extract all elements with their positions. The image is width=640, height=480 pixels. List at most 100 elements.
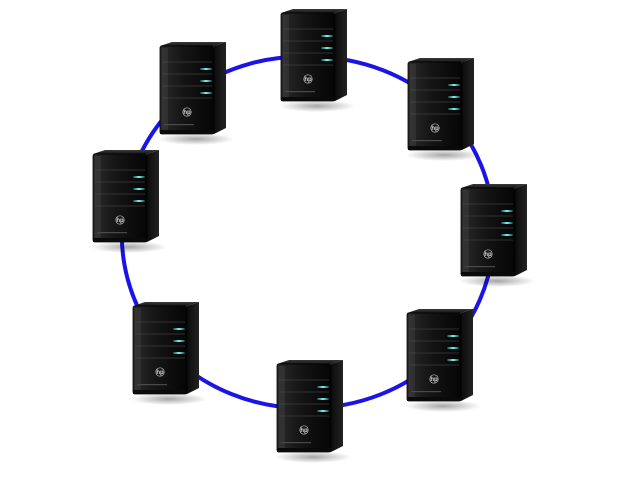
server-logo-text: hp xyxy=(304,77,312,83)
drive-activity-light xyxy=(447,335,459,337)
server-side-panel xyxy=(462,58,474,150)
drive-activity-light xyxy=(317,386,329,388)
server-shadow xyxy=(131,393,207,405)
drive-activity-light xyxy=(447,347,459,349)
drive-activity-light xyxy=(317,410,329,412)
drive-activity-light xyxy=(448,96,460,98)
server-highlight xyxy=(463,190,469,274)
drive-activity-light xyxy=(321,59,333,61)
tower-server-icon xyxy=(406,312,462,402)
drive-activity-light xyxy=(447,359,459,361)
drive-activity-light xyxy=(173,328,185,330)
server-top-left: hp xyxy=(158,42,234,145)
drive-activity-light xyxy=(501,222,513,224)
tower-server-icon xyxy=(460,187,516,277)
drive-activity-light xyxy=(133,188,145,190)
server-right: hp xyxy=(459,184,535,287)
server-logo-text: hp xyxy=(183,110,191,116)
server-shadow xyxy=(406,149,482,161)
server-highlight xyxy=(410,64,416,148)
drive-activity-light xyxy=(317,398,329,400)
drive-activity-light xyxy=(173,352,185,354)
server-top: hp xyxy=(279,9,355,112)
server-top-panel xyxy=(407,309,473,313)
drive-activity-light xyxy=(321,35,333,37)
tower-server-icon xyxy=(159,45,215,135)
tower-server-icon xyxy=(407,61,463,151)
server-base xyxy=(407,397,461,401)
server-base xyxy=(160,130,214,134)
drive-activity-light xyxy=(448,84,460,86)
server-front-slot xyxy=(281,442,311,444)
server-side-panel xyxy=(331,360,343,452)
server-base xyxy=(277,448,331,452)
server-highlight xyxy=(135,308,141,392)
server-base xyxy=(133,390,187,394)
drive-activity-light xyxy=(133,200,145,202)
tower-server-icon xyxy=(92,153,148,243)
drive-activity-light xyxy=(501,210,513,212)
server-left: hp xyxy=(91,150,167,253)
server-logo-text: hp xyxy=(484,252,492,258)
server-highlight xyxy=(283,15,289,99)
server-side-panel xyxy=(335,9,347,101)
server-side-panel xyxy=(461,309,473,401)
server-logo-text: hp xyxy=(431,126,439,132)
server-logo-badge xyxy=(429,374,439,384)
server-shadow xyxy=(275,451,351,463)
server-highlight xyxy=(95,156,101,240)
drive-activity-light xyxy=(448,108,460,110)
tower-server-icon xyxy=(280,12,336,102)
server-front-slot xyxy=(137,384,167,386)
drive-activity-light xyxy=(200,80,212,82)
server-highlight xyxy=(279,366,285,450)
server-side-panel xyxy=(515,184,527,276)
server-front-slot xyxy=(285,91,315,93)
server-logo-text: hp xyxy=(116,218,124,224)
server-logo-badge xyxy=(303,74,313,84)
server-side-panel xyxy=(147,150,159,242)
server-top-panel xyxy=(160,42,226,46)
drive-activity-light xyxy=(501,234,513,236)
server-side-panel xyxy=(187,302,199,394)
server-highlight xyxy=(409,315,415,399)
server-shadow xyxy=(279,100,355,112)
drive-activity-light xyxy=(200,92,212,94)
server-front-slot xyxy=(465,266,495,268)
tower-server-icon xyxy=(132,305,188,395)
server-logo-badge xyxy=(299,425,309,435)
server-front-slot xyxy=(97,232,127,234)
server-logo-badge xyxy=(483,249,493,259)
server-top-panel xyxy=(277,360,343,364)
server-front-slot xyxy=(412,140,442,142)
drive-activity-light xyxy=(321,47,333,49)
server-base xyxy=(281,97,335,101)
server-front-slot xyxy=(164,124,194,126)
server-logo-badge xyxy=(182,107,192,117)
server-shadow xyxy=(158,133,234,145)
server-logo-text: hp xyxy=(156,370,164,376)
server-top-panel xyxy=(281,9,347,13)
server-bottom: hp xyxy=(275,360,351,463)
drive-activity-light xyxy=(200,68,212,70)
server-top-panel xyxy=(133,302,199,306)
server-bottom-left: hp xyxy=(131,302,207,405)
drive-activity-light xyxy=(133,176,145,178)
server-base xyxy=(408,146,462,150)
server-top-panel xyxy=(408,58,474,62)
server-top-panel xyxy=(461,184,527,188)
tower-server-icon xyxy=(276,363,332,453)
server-logo-text: hp xyxy=(430,377,438,383)
server-shadow xyxy=(459,275,535,287)
server-front-slot xyxy=(411,391,441,393)
server-nodes: hp hp hp hp hp hp hp hp xyxy=(91,9,535,463)
server-shadow xyxy=(405,400,481,412)
server-highlight xyxy=(162,48,168,132)
server-logo-badge xyxy=(155,367,165,377)
server-side-panel xyxy=(214,42,226,134)
server-logo-badge xyxy=(430,123,440,133)
server-bottom-right: hp xyxy=(405,309,481,412)
drive-activity-light xyxy=(173,340,185,342)
server-logo-badge xyxy=(115,215,125,225)
